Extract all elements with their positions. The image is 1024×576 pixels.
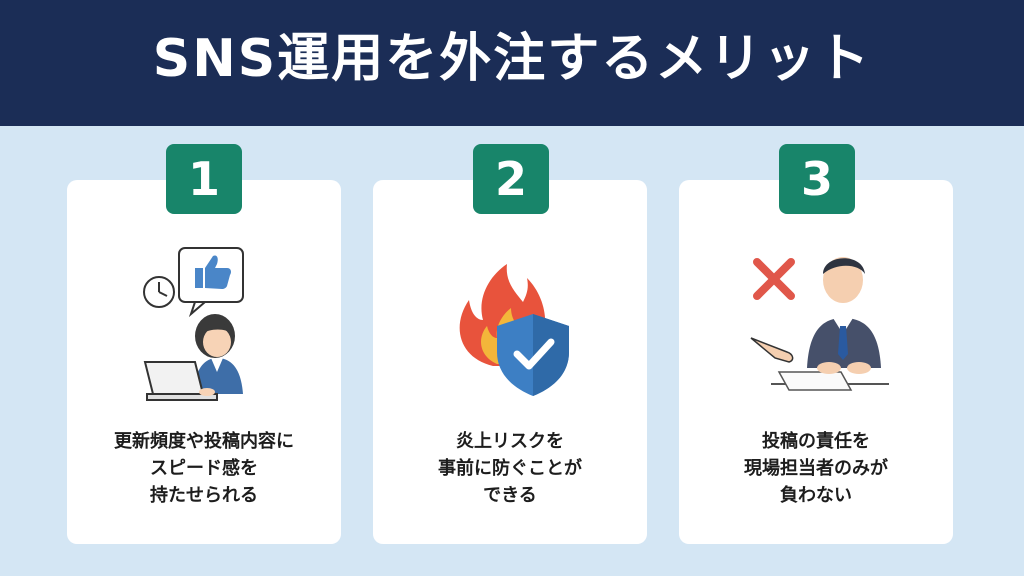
header-banner: SNS運用を外注するメリット bbox=[0, 0, 1024, 126]
fire-shield-icon bbox=[459, 264, 569, 396]
merit-card-2: 炎上リスクを 事前に防ぐことが できる bbox=[373, 180, 647, 544]
merit-text-line: 事前に防ぐことが bbox=[438, 458, 582, 479]
merit-card-1: 更新頻度や投稿内容に スピード感を 持たせられる bbox=[67, 180, 341, 544]
businessman-cross-icon bbox=[750, 257, 889, 391]
merit-text-line: 投稿の責任を bbox=[762, 431, 870, 452]
merit-text-1: 更新頻度や投稿内容に スピード感を 持たせられる bbox=[67, 428, 341, 509]
merit-text-3: 投稿の責任を 現場担当者のみが 負わない bbox=[679, 428, 953, 509]
merit-text-line: 更新頻度や投稿内容に bbox=[114, 431, 294, 452]
merit-text-line: 負わない bbox=[780, 485, 852, 506]
merit-text-2: 炎上リスクを 事前に防ぐことが できる bbox=[373, 428, 647, 509]
number-badge-1: 1 bbox=[166, 144, 242, 214]
merit-card-3: 投稿の責任を 現場担当者のみが 負わない bbox=[679, 180, 953, 544]
number-badge-3: 3 bbox=[779, 144, 855, 214]
page-title: SNS運用を外注するメリット bbox=[152, 29, 872, 89]
office-worker-laptop-icon bbox=[143, 247, 244, 401]
merit-text-line: できる bbox=[483, 485, 537, 506]
merit-text-line: 持たせられる bbox=[150, 485, 258, 506]
merit-text-line: スピード感を bbox=[150, 458, 258, 479]
merit-text-line: 炎上リスクを bbox=[456, 431, 564, 452]
merit-text-line: 現場担当者のみが bbox=[744, 458, 888, 479]
number-badge-2: 2 bbox=[473, 144, 549, 214]
